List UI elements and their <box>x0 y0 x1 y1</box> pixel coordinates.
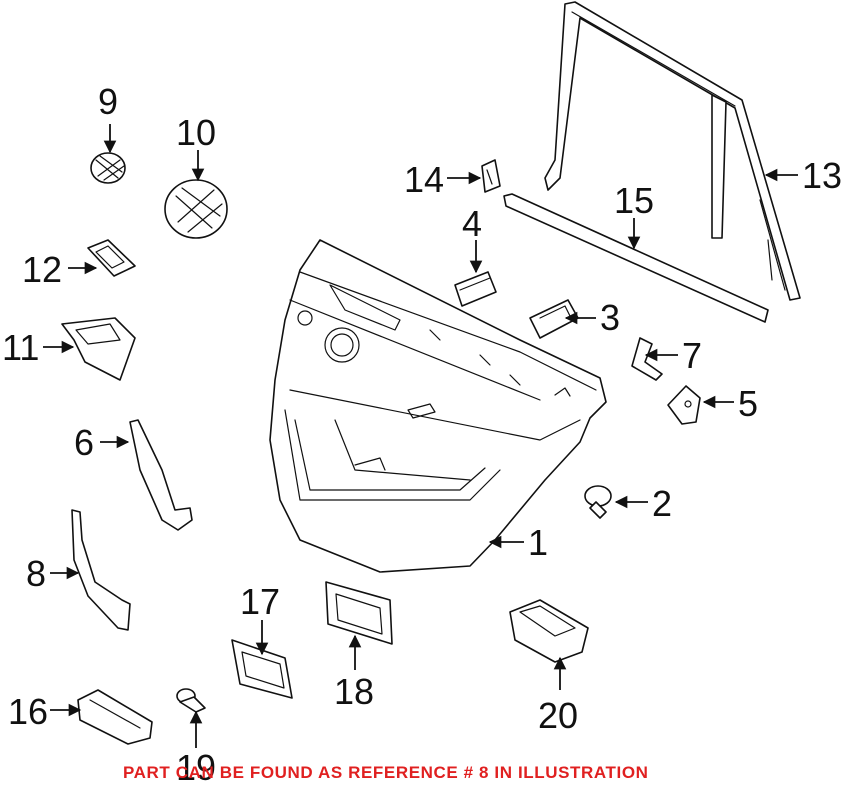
part-11-switch-housing <box>61 317 136 381</box>
part-8-grab-handle <box>71 509 131 631</box>
part-19-plug <box>176 688 206 713</box>
part-14-clip <box>481 159 501 193</box>
leader-lines <box>43 124 798 748</box>
callout-8: 8 <box>26 553 46 594</box>
part-12-bezel <box>87 239 136 277</box>
callout-19: 19 <box>176 747 216 788</box>
callout-11: 11 <box>2 327 39 368</box>
callout-12: 12 <box>22 249 62 290</box>
part-7-bracket <box>631 337 663 381</box>
callout-labels: 1 2 3 4 5 6 7 8 9 10 11 12 13 14 15 16 1… <box>2 81 842 788</box>
callout-2: 2 <box>652 483 672 524</box>
callout-15: 15 <box>614 180 654 221</box>
callout-3: 3 <box>600 297 620 338</box>
callout-9: 9 <box>98 81 118 122</box>
part-10-grille <box>164 179 228 239</box>
callout-1: 1 <box>528 522 548 563</box>
part-1-door-panel <box>269 239 607 573</box>
part-13-window-frame <box>544 1 801 301</box>
part-16-trim <box>77 689 153 745</box>
reference-note: PART CAN BE FOUND AS REFERENCE # 8 IN IL… <box>123 763 649 782</box>
callout-13: 13 <box>802 155 842 196</box>
part-9-grille <box>90 152 126 184</box>
callout-10: 10 <box>176 112 216 153</box>
part-20-switch <box>509 599 589 663</box>
callout-7: 7 <box>682 335 702 376</box>
part-2-push-clip <box>584 485 612 519</box>
callout-6: 6 <box>74 422 94 463</box>
part-15-belt-strip <box>503 193 769 323</box>
part-3-housing <box>529 299 579 339</box>
callout-16: 16 <box>8 691 48 732</box>
callout-4: 4 <box>462 203 482 244</box>
part-5-plate <box>667 385 701 425</box>
part-18-frame <box>325 581 393 645</box>
callout-18: 18 <box>334 671 374 712</box>
callout-17: 17 <box>240 581 280 622</box>
callout-5: 5 <box>738 383 758 424</box>
callout-20: 20 <box>538 695 578 736</box>
part-4-bracket <box>454 271 497 307</box>
part-6-handle <box>129 419 193 531</box>
callout-14: 14 <box>404 159 444 200</box>
